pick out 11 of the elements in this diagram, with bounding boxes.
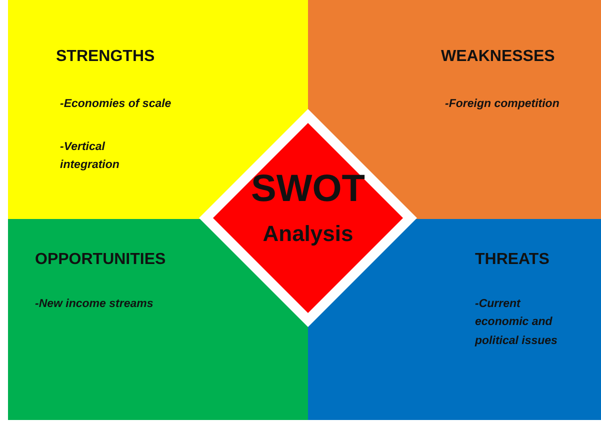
quadrant-heading: WEAKNESSES	[441, 48, 555, 66]
bullet-text: -Current economic and political issues	[475, 297, 558, 349]
quadrant-heading: STRENGTHS	[56, 48, 155, 66]
quadrant-heading: OPPORTUNITIES	[35, 251, 166, 269]
bullet-text: -Economies of scale	[60, 97, 172, 112]
bullet-text: -Foreign competition	[445, 97, 560, 112]
bullet-text: -Vertical integration	[60, 140, 120, 174]
quadrant-heading: THREATS	[475, 251, 550, 269]
diamond-label: SWOT	[251, 170, 365, 208]
diamond-sublabel: Analysis	[262, 223, 354, 245]
bullet-text: -New income streams	[35, 297, 154, 312]
